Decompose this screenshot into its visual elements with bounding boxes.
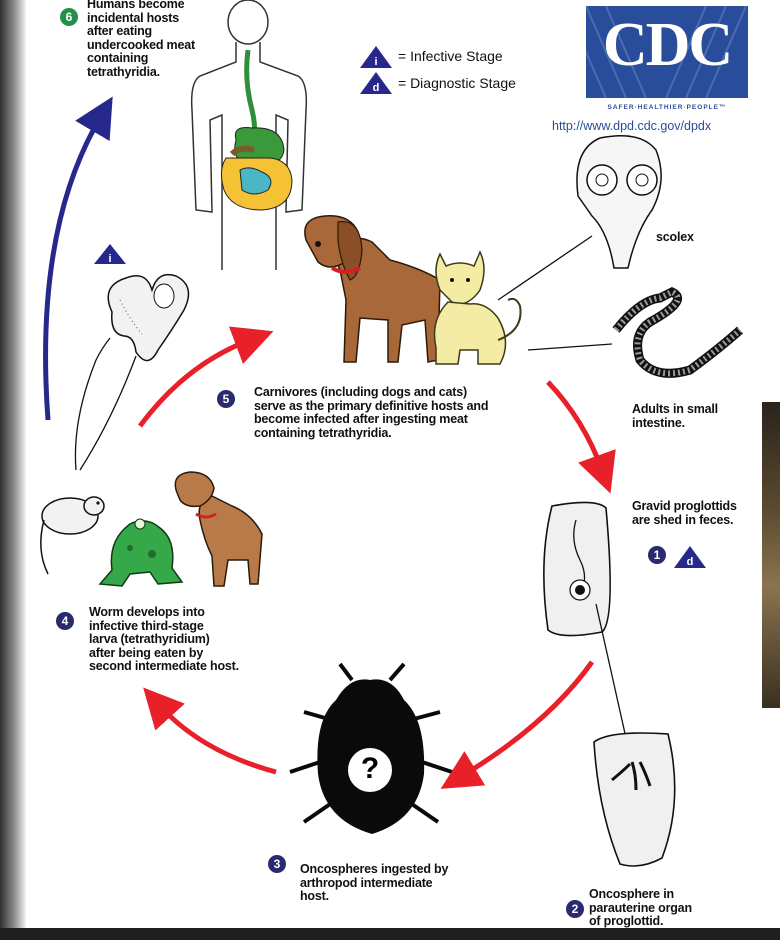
arrow-to-step3 <box>462 662 592 776</box>
scolex-drawing <box>577 136 661 268</box>
adults-label: Adults in small intestine. <box>632 403 718 430</box>
pointer-line-adults <box>528 344 612 350</box>
legend-diagnostic-label: = Diagnostic Stage <box>398 75 516 91</box>
arrow-to-step1 <box>548 382 602 470</box>
step-1-badge: 1 <box>648 546 666 564</box>
cdc-url-link[interactable]: http://www.dpd.cdc.gov/dpdx <box>552 119 711 133</box>
step-3-text: Oncospheres ingested by arthropod interm… <box>300 863 448 904</box>
step-3-badge: 3 <box>268 855 286 873</box>
cat-definitive-host <box>435 252 521 364</box>
step-1-text: Gravid proglottids are shed in feces. <box>632 500 737 527</box>
infective-stage-marker-letter: i <box>108 253 111 265</box>
bug-question-mark: ? <box>358 752 382 786</box>
adult-worm-drawing <box>616 292 740 373</box>
step-4-badge: 4 <box>56 612 74 630</box>
diagnostic-stage-marker: d <box>674 546 706 568</box>
scolex-label: scolex <box>656 231 694 245</box>
cdc-logo-text: CDC <box>586 14 748 76</box>
legend-infective: = Infective Stage <box>398 48 503 64</box>
pointer-line-oncosphere <box>596 604 626 738</box>
legend-infective-icon-letter: i <box>374 56 377 68</box>
step-5-badge: 5 <box>217 390 235 408</box>
pointer-line-larva-b <box>80 356 136 470</box>
oncosphere-proglottid <box>594 733 675 866</box>
legend-infective-icon: i <box>360 46 392 68</box>
legend-diagnostic-icon-letter: d <box>373 82 380 94</box>
bottom-edge-bar <box>0 928 780 940</box>
tetrathyridium-larva <box>108 275 188 361</box>
arthropod-beetle <box>290 664 452 834</box>
small-dog-host <box>175 472 262 586</box>
mouse-host <box>41 497 104 574</box>
step-6-text: Humans become incidental hosts after eat… <box>87 0 195 79</box>
cdc-tagline: SAFER·HEALTHIER·PEOPLE™ <box>586 104 748 111</box>
infective-stage-marker: i <box>94 244 126 265</box>
legend-diagnostic-icon: d <box>360 72 392 94</box>
step-5-text: Carnivores (including dogs and cats) ser… <box>254 386 488 440</box>
step-2-badge: 2 <box>566 900 584 918</box>
human-figure <box>192 0 307 270</box>
legend-infective-label: = Infective Stage <box>398 48 503 64</box>
step-6-badge: 6 <box>60 8 78 26</box>
frog-host <box>100 519 182 586</box>
arrow-to-step4 <box>160 706 276 772</box>
dog-definitive-host <box>305 216 440 362</box>
step-2-text: Oncosphere in parauterine organ of progl… <box>589 888 692 929</box>
gravid-proglottid <box>544 502 610 635</box>
cdc-logo: CDC <box>586 6 748 98</box>
arrow-to-humans <box>46 118 100 420</box>
step-4-text: Worm develops into infective third-stage… <box>89 606 239 674</box>
legend-diagnostic: = Diagnostic Stage <box>398 75 516 91</box>
pointer-line-scolex <box>498 236 592 300</box>
diagnostic-stage-marker-letter: d <box>687 556 694 568</box>
